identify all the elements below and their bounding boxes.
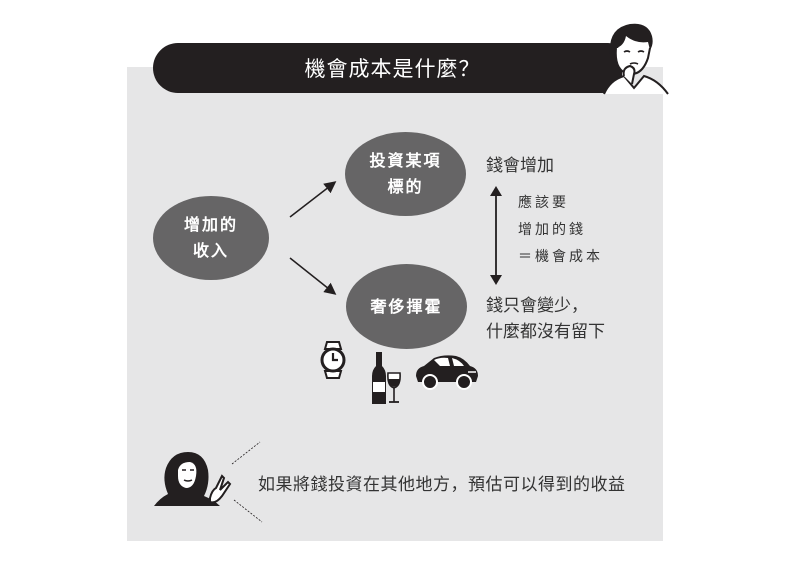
car-icon [416,355,478,390]
wine-bottle-icon [372,352,386,404]
node-label: 投資某項 標的 [369,151,442,196]
watch-icon [320,341,346,379]
outcome-money-decreases: 錢只會變少， 什麼都沒有留下 [486,296,605,342]
hooded-pointing-man-icon [154,441,263,523]
title-banner: 機會成本是什麼？ [153,43,622,93]
opportunity-cost-definition: 如果將錢投資在其他地方，預估可以得到的收益 [258,475,626,495]
node-luxury: 奢侈揮霍 [346,264,467,349]
outcome-money-increases: 錢會增加 [486,156,554,176]
node-label: 奢侈揮霍 [370,296,443,316]
thinking-man-icon [603,23,669,95]
node-invest: 投資某項 標的 [345,132,466,216]
opportunity-cost-note: 應該要 增加的錢 ＝機會成本 [518,195,603,265]
wine-glass-icon [387,372,401,403]
node-increased-income: 增加的 收入 [153,196,269,280]
node-label: 增加的 收入 [183,215,238,260]
page-title: 機會成本是什麼？ [304,57,481,81]
